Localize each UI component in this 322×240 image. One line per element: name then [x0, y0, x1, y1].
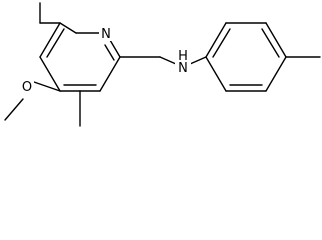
ether-oxygen-bg	[20, 76, 34, 94]
bond-c6-h	[59, 22, 77, 34]
bond-c4-oxygen	[33, 81, 61, 92]
amine-nitrogen-bg	[175, 56, 191, 72]
tolyl-ring	[205, 22, 321, 92]
bond-n1-c2-inner	[104, 44, 115, 61]
bond-nh-aryl	[189, 56, 207, 65]
amine-nitrogen-label: N	[178, 61, 188, 76]
bond-c5-c6-inner	[46, 28, 65, 58]
ring-nitrogen-bg	[99, 25, 113, 41]
ring-nitrogen-label: N	[101, 27, 111, 42]
bond-a6-a1-inner	[212, 28, 231, 58]
amine-linkage	[189, 56, 207, 65]
bond-ch2-nh	[159, 56, 177, 65]
chemical-structure-diagram: N O H N	[4, 2, 321, 127]
bond-oxygen-methyl	[4, 98, 24, 121]
bond-a4-a5	[265, 22, 287, 58]
bond-a1-a2	[205, 56, 227, 92]
bond-a4-a5-inner	[261, 28, 280, 58]
bond-c2-c3	[99, 56, 121, 92]
bond-a6-a1	[205, 22, 227, 58]
ether-oxygen-label: O	[22, 80, 32, 95]
pyridine-substituents	[4, 2, 177, 127]
bond-n1-c2	[109, 39, 121, 58]
bond-c4-c5	[39, 56, 61, 92]
bond-c5-c6	[39, 22, 61, 58]
amine-hydrogen-label: H	[178, 49, 188, 64]
bond-a3-a4	[265, 56, 287, 92]
